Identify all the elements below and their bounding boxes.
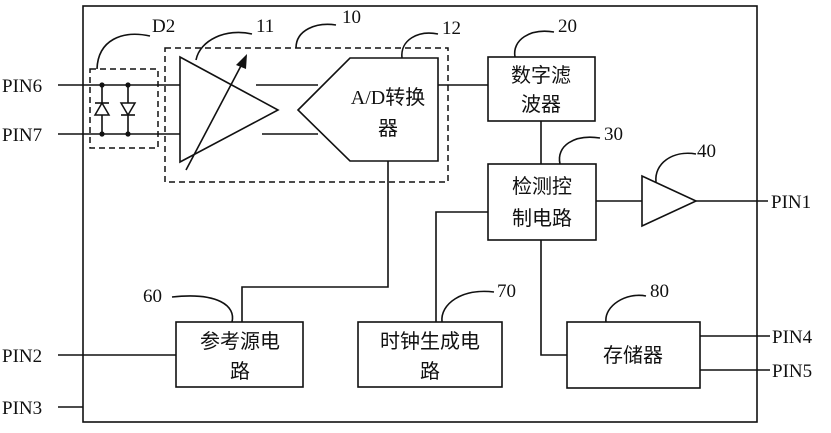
ref-10-leader [295,23,337,49]
pin3-label: PIN3 [2,398,42,419]
adc-label-line2: 器 [378,118,398,140]
memory-block [566,321,701,389]
output-buffer-40-icon [641,174,698,228]
module-10-boundary [164,47,449,183]
adc-block [296,57,439,162]
reference-source-block [175,321,304,388]
d2-leader [96,33,151,70]
clock-detect-wire [435,211,488,322]
detect-memory-wire [540,240,567,356]
ref-label-line2: 路 [230,360,250,383]
ref-label-line1: 参考源电 [200,330,280,353]
pin2-label: PIN2 [2,346,42,367]
ref-20-leader [514,30,555,58]
ref-60: 60 [143,286,162,307]
diode-pair-icon [93,82,137,137]
pin4-label: PIN4 [772,327,813,348]
memory-label: 存储器 [603,344,663,367]
ref-11-leader [195,31,253,61]
ref-12: 12 [442,18,461,39]
variable-gain-arrow-icon [185,54,247,171]
ref-40: 40 [697,141,716,162]
clock-label-line1: 时钟生成电 [380,330,480,353]
ref-d2: D2 [152,16,175,37]
detect-label-line1: 检测控 [512,175,572,198]
clock-generator-block [357,321,503,388]
pin1-label: PIN1 [771,192,811,213]
ref-70: 70 [497,281,516,302]
filter-label-line1: 数字滤 [511,64,571,87]
ref-70-leader [441,290,495,323]
pin7-label: PIN7 [2,125,42,146]
detection-control-block [487,163,597,241]
chip-outline [82,5,758,423]
detect-label-line2: 制电路 [512,207,572,230]
ref-11: 11 [256,16,274,37]
adc-reference-wire [241,161,389,322]
ref-10: 10 [342,7,361,28]
ref-30: 30 [604,124,623,145]
diode-group-boundary [89,68,159,149]
pin6-label: PIN6 [2,76,42,97]
ref-40-leader [655,152,697,183]
pin5-label: PIN5 [772,361,812,382]
ref-20: 20 [558,16,577,37]
adc-label-line1: A/D转换 [351,86,425,109]
filter-label-line2: 波器 [521,93,561,116]
ref-12-leader [401,32,439,59]
ref-60-leader [171,295,234,323]
ref-30-leader [558,136,601,165]
amplifier-11-icon [179,55,280,164]
clock-label-line2: 路 [420,360,440,383]
digital-filter-block [487,56,596,122]
ref-80-leader [605,294,647,323]
ref-80: 80 [650,281,669,302]
